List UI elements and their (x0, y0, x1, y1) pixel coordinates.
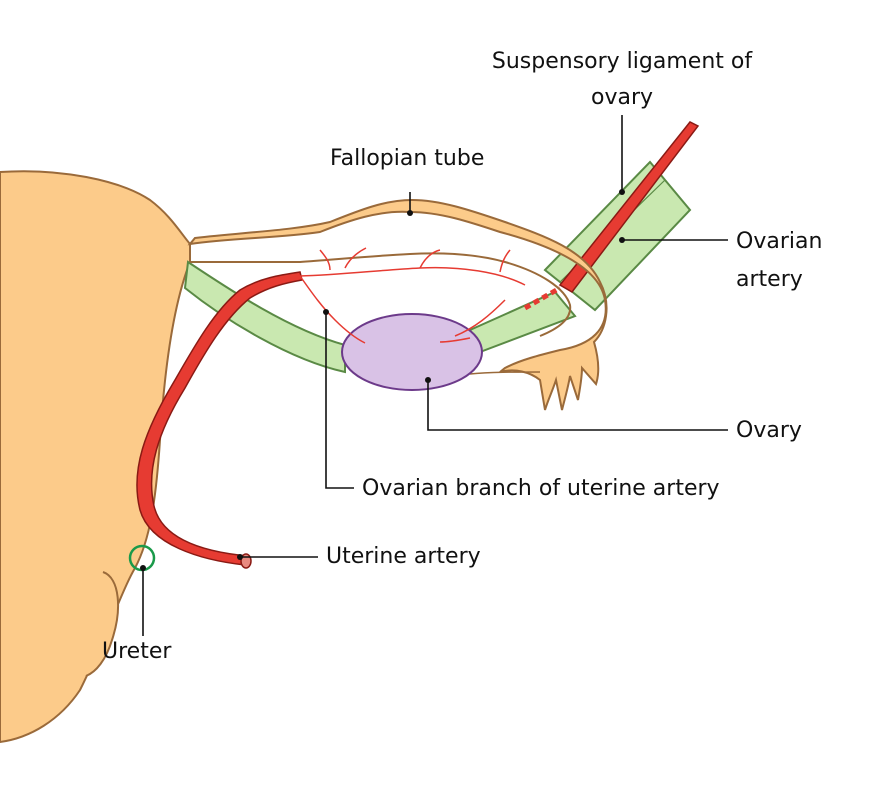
leader-ovary (427, 382, 728, 431)
ovarian-artery-dashed (523, 285, 562, 311)
cervix-bulge (85, 571, 120, 677)
fallopian-tube-lower (190, 252, 572, 337)
leader-lines (142, 115, 728, 636)
label-ureter: Ureter (102, 639, 172, 664)
fimbria-finger (469, 371, 541, 375)
leader-ovarian-branch (325, 312, 354, 489)
label-ovarian-artery-line1: Ovarian (736, 229, 823, 254)
leader-dots (140, 189, 625, 571)
fallopian-tube (187, 198, 608, 411)
label-suspensory-ligament-line1: Suspensory ligament of (491, 49, 753, 74)
arterial-branches (299, 247, 526, 344)
ovary (341, 313, 483, 391)
label-suspensory-ligament-line2: ovary (590, 85, 654, 110)
label-uterine-artery: Uterine artery (326, 544, 481, 569)
label-ovarian-artery-line2: artery (736, 267, 803, 292)
label-fallopian-tube: Fallopian tube (330, 146, 485, 171)
ligament-bridge (468, 290, 577, 354)
label-ovary: Ovary (736, 418, 802, 443)
ovarian-artery (558, 121, 700, 293)
label-ovarian-branch: Ovarian branch of uterine artery (362, 476, 720, 501)
